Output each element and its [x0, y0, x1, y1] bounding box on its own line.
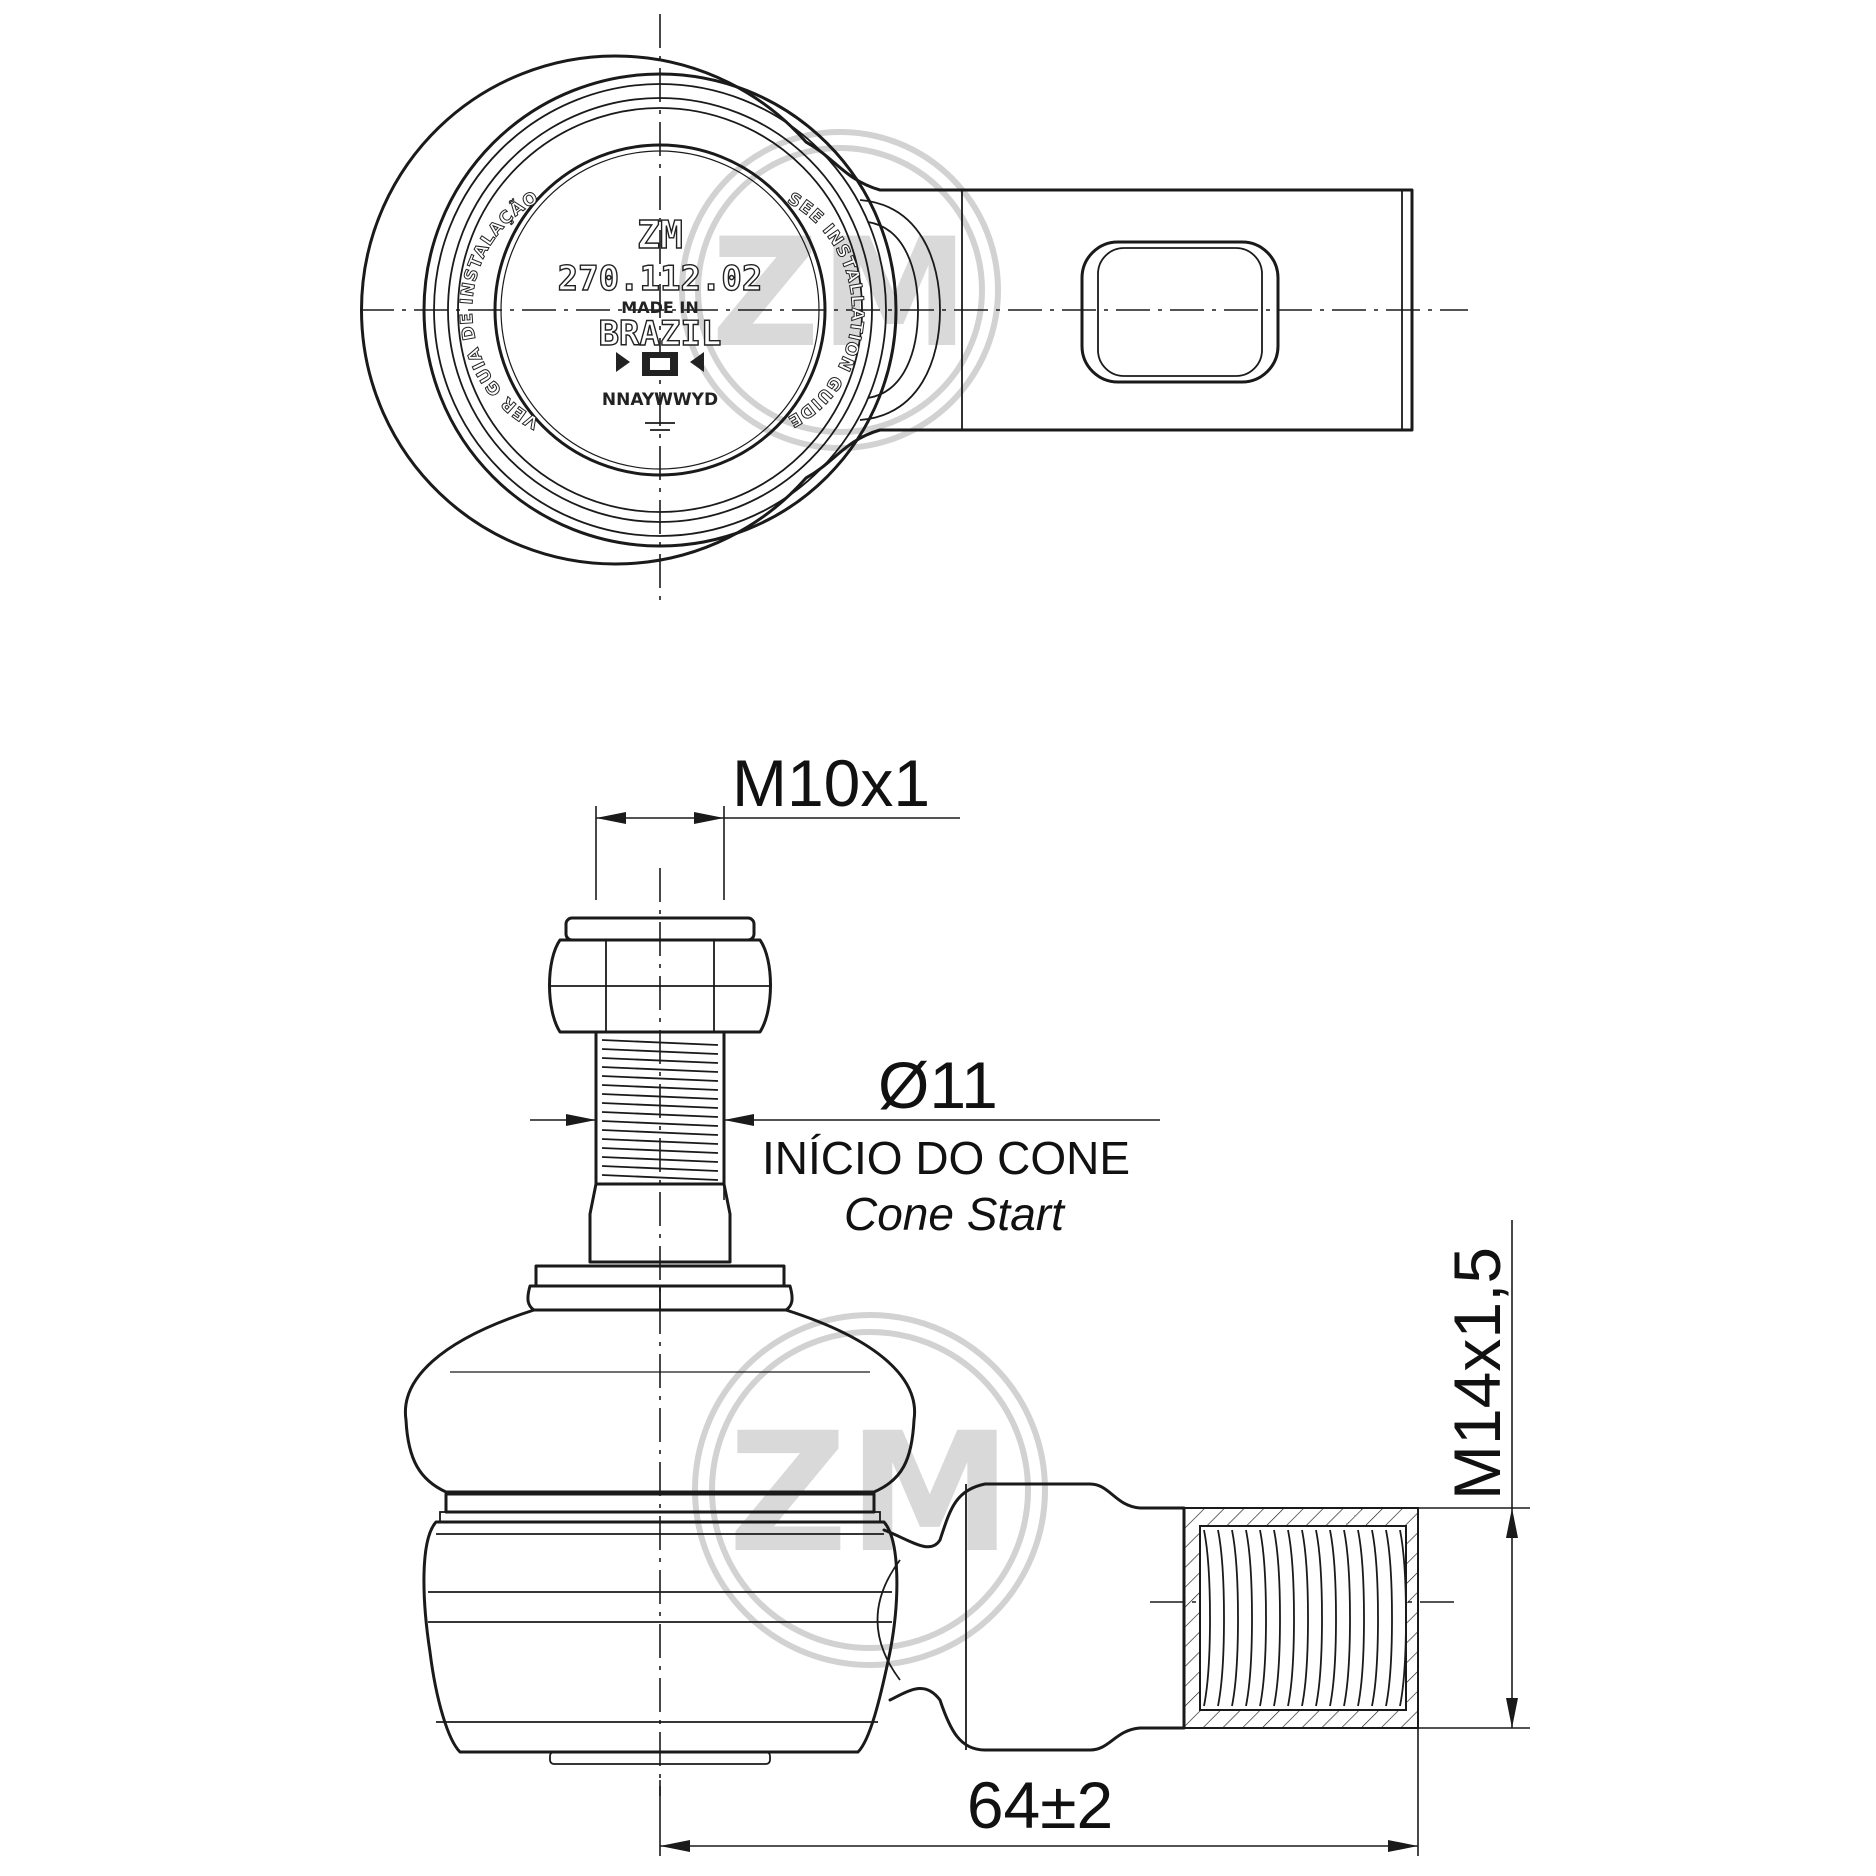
dust-boot: [403, 1264, 917, 1494]
watermark-top: ZM: [679, 129, 1001, 451]
watermark-bottom: ZM: [692, 1312, 1048, 1668]
marking-made-in: MADE IN: [621, 298, 698, 317]
dim-cone-diameter-label: Ø11: [878, 1048, 998, 1122]
socket-housing: [422, 1520, 899, 1765]
dim-overall-length-label: 64±2: [967, 1768, 1113, 1842]
side-view: M10x1 Ø11 INÍCIO DO CONE Cone Start M14x…: [403, 746, 1530, 1856]
dim-stud-thread: M10x1: [595, 746, 960, 900]
dim-cone-diameter: Ø11 INÍCIO DO CONE Cone Start: [530, 1048, 1160, 1240]
note-cone-start-en: Cone Start: [844, 1188, 1066, 1240]
dim-body-thread-label: M14x1,5: [1440, 1247, 1514, 1500]
threaded-rod-end: [1183, 1507, 1419, 1729]
castle-nut: [548, 916, 772, 1034]
marking-part-number: 270.112.02: [558, 259, 763, 299]
marking-logo-icon: [616, 352, 704, 376]
watermark-text-top: ZM: [711, 207, 969, 381]
marking-brand: ZM: [637, 213, 683, 257]
marking-date-code: NNAYWWYD: [602, 390, 718, 410]
dim-stud-thread-label: M10x1: [732, 746, 930, 820]
marking-country: BRAZIL: [599, 314, 722, 354]
dim-overall-length: 64±2: [659, 1728, 1419, 1856]
note-cone-start-pt: INÍCIO DO CONE: [762, 1132, 1130, 1184]
dim-body-thread: M14x1,5: [1418, 1220, 1530, 1729]
